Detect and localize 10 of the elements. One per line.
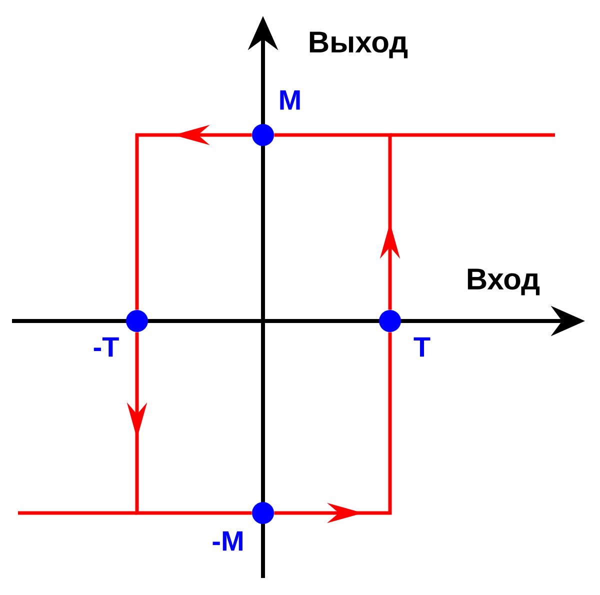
point-dot [252, 124, 274, 146]
axis-label: Выход [310, 32, 408, 58]
point-dot [126, 310, 148, 332]
point-label: -T [94, 337, 119, 357]
axis-label: Вход [468, 268, 540, 296]
point-dot [379, 310, 401, 332]
point-label: -M [212, 531, 242, 551]
point-label: T [414, 337, 430, 357]
point-dot [252, 502, 274, 524]
point-label: M [280, 90, 300, 110]
